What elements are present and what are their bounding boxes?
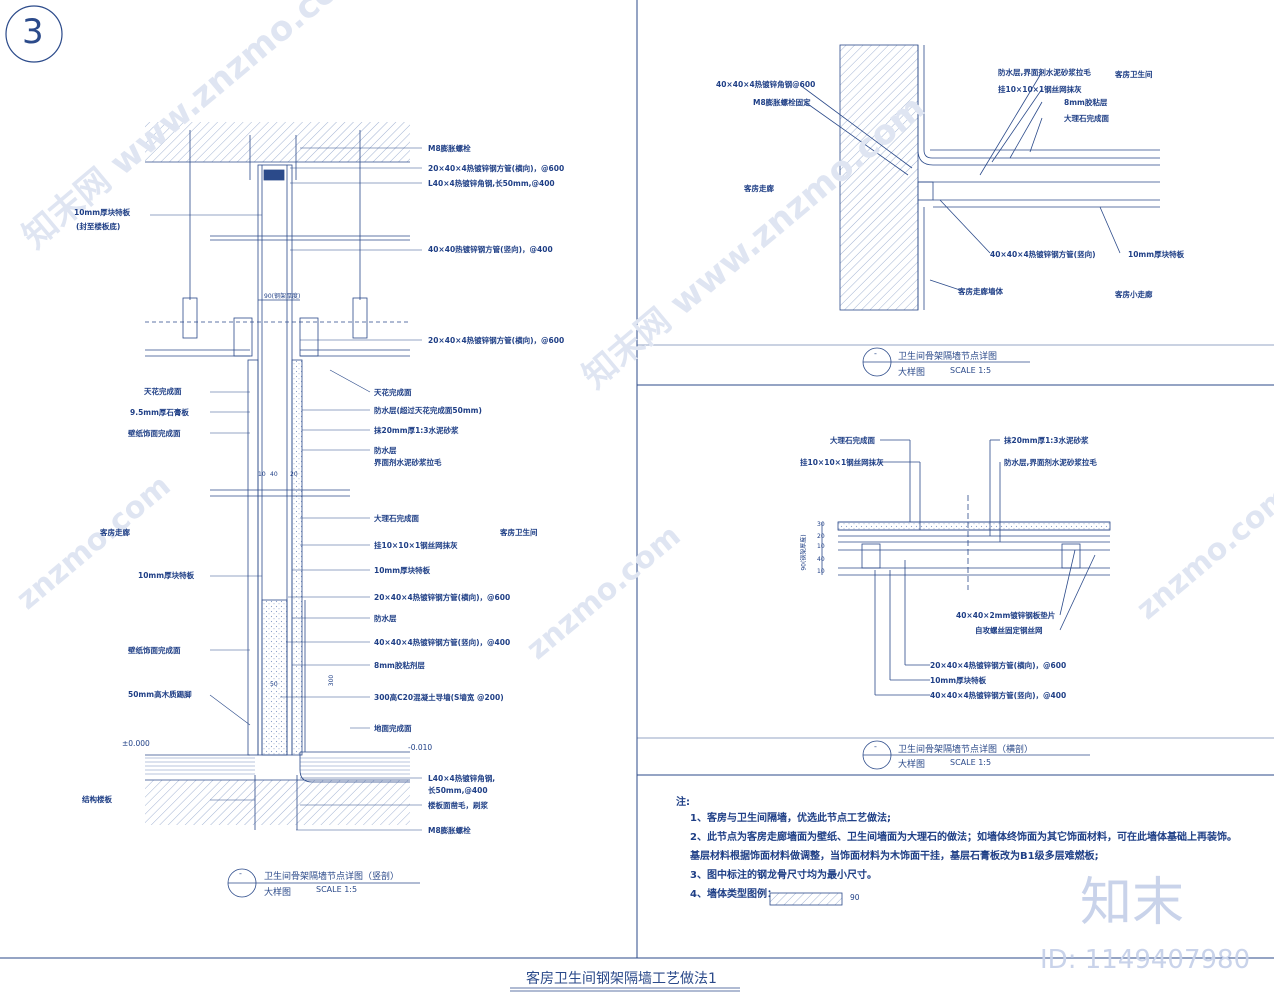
drawing-symbol: -: [874, 349, 877, 358]
vertical-right-label: 天花完成面: [374, 388, 412, 397]
vertical-right-label: 防水层(超过天花完成面50mm): [374, 406, 482, 415]
notes-heading: 注:: [676, 797, 690, 808]
vertical-left-label: 9.5mm厚石膏板: [130, 408, 189, 417]
dimension: 40: [270, 471, 278, 478]
plan-top-label: 40×40×4热镀锌角钢@600: [716, 80, 816, 89]
dimension: 50: [270, 681, 278, 688]
room-label: 客房卫生间: [1115, 70, 1153, 79]
dimension: 10: [258, 471, 266, 478]
note-item: 基层材料根据饰面材料做调整，当饰面材料为木饰面干挂，基层石膏板改为B1级多层难燃…: [690, 851, 1099, 862]
vertical-left-label: 壁纸饰面完成面: [128, 646, 181, 655]
dimension: 30: [817, 521, 825, 528]
plan-bottom-label: 40×40×4热镀锌钢方管(竖向)，@400: [930, 691, 1067, 700]
legend-dimension: 90: [850, 893, 860, 902]
note-item: 3、图中标注的钢龙骨尺寸均为最小尺寸。: [690, 870, 877, 881]
vertical-left-label: 结构楼板: [82, 795, 112, 804]
vertical-right-label: 地面完成面: [374, 724, 412, 733]
vertical-left-label: 10mm厚块特板: [74, 208, 131, 217]
vertical-right-label: 防水层: [374, 446, 397, 455]
drawing-symbol: -: [874, 742, 877, 751]
vertical-right-label: M8膨胀螺栓: [428, 826, 471, 835]
room-label-left: 客房走廊: [100, 528, 130, 537]
plan-bottom-label: 抹20mm厚1:3水泥砂浆: [1004, 436, 1089, 445]
plan-top-label: M8膨胀螺栓固定: [753, 98, 811, 107]
drawing-title: 卫生间骨架隔墙节点详图（竖剖）: [264, 872, 400, 882]
plan-bottom-label: 自攻螺丝固定钢丝网: [975, 626, 1043, 635]
dimension: 40: [817, 556, 825, 563]
vertical-right-label: 大理石完成面: [374, 514, 419, 523]
drawing-scale: SCALE 1:5: [316, 885, 358, 894]
plan-bottom-label: 20×40×4热镀锌钢方管(横向)，@600: [930, 661, 1067, 670]
elevation-right: -0.010: [408, 743, 433, 752]
drawing-scale: SCALE 1:5: [950, 758, 992, 767]
drawing-title: 卫生间骨架隔墙节点详图（横剖）: [898, 745, 1034, 755]
plan-top-label: 10mm厚块特板: [1128, 250, 1185, 259]
vertical-right-label: 20×40×4热镀锌钢方管(横向)，@600: [428, 336, 565, 345]
plan-bottom-label: 大理石完成面: [830, 436, 875, 445]
vertical-right-label: 防水层: [374, 614, 397, 623]
vertical-right-label: 抹20mm厚1:3水泥砂浆: [374, 426, 459, 435]
sheet-number: 3: [22, 12, 44, 52]
room-label: 客房小走廊: [1115, 290, 1153, 299]
plan-top-label: 40×40×4热镀锌钢方管(竖向): [990, 250, 1096, 259]
vertical-right-label: M8膨胀螺栓: [428, 144, 471, 153]
sheet-title: 客房卫生间钢架隔墙工艺做法1: [526, 971, 717, 987]
vertical-left-label: 壁纸饰面完成面: [128, 429, 181, 438]
vertical-right-label: 40×40热镀锌钢方管(竖向)，@400: [428, 245, 553, 254]
drawing-subtitle: 大样图: [898, 368, 926, 378]
vertical-right-label: 10mm厚块特板: [374, 566, 431, 575]
note-item: 4、墙体类型图例：: [690, 889, 777, 900]
vertical-right-label: 300高C20混凝土导墙(S墙宽 @200): [374, 693, 504, 702]
vertical-left-label: 10mm厚块特板: [138, 571, 195, 580]
plan-top-label: 大理石完成面: [1064, 114, 1109, 123]
vertical-leaders: [150, 147, 422, 831]
plan-top-label: 防水层,界面剂水泥砂浆拉毛: [998, 68, 1091, 77]
vertical-right-label: 40×40×4热镀锌钢方管(竖向)，@400: [374, 638, 511, 647]
vertical-left-label: (封至楼板底): [76, 222, 121, 231]
vertical-right-label: 8mm胶粘剂层: [374, 661, 425, 670]
dimension: 90(钢架厚度): [264, 293, 301, 300]
dimension: 20: [817, 533, 825, 540]
plan-bottom: [821, 439, 1111, 696]
vertical-right-label: 20×40×4热镀锌钢方管(横向)，@600: [428, 164, 565, 173]
title-symbols: [227, 347, 1090, 992]
vertical-right-label: 长50mm,@400: [428, 786, 488, 795]
room-label-right: 客房卫生间: [500, 528, 538, 537]
vertical-section: [145, 122, 410, 830]
plan-bottom-label: 40×40×2mm镀锌钢板垫片: [956, 611, 1056, 620]
note-item: 2、此节点为客房走廊墙面为壁纸、卫生间墙面为大理石的做法；如墙体终饰面为其它饰面…: [690, 832, 1237, 843]
elevation-left: ±0.000: [122, 739, 150, 748]
drawing-subtitle: 大样图: [898, 760, 926, 770]
dimension: 20: [290, 471, 298, 478]
plan-top-label: 挂10×10×1钢丝网抹灰: [998, 85, 1082, 94]
dimension: 10: [817, 543, 825, 550]
room-label: 客房走廊: [744, 184, 774, 193]
dimension: 10: [817, 568, 825, 575]
vertical-right-label: L40×4热镀锌角钢,: [428, 774, 496, 783]
vertical-left-label: 50mm高木质踢脚: [128, 690, 192, 699]
vertical-right-label: 楼板面凿毛，刷浆: [428, 801, 488, 810]
drawing-scale: SCALE 1:5: [950, 366, 992, 375]
vertical-right-label: L40×4热镀锌角钢,长50mm,@400: [428, 179, 555, 188]
plan-bottom-label: 防水层,界面剂水泥砂浆拉毛: [1004, 458, 1097, 467]
vertical-right-label: 挂10×10×1钢丝网抹灰: [374, 541, 458, 550]
plan-top-label: 客房走廊墙体: [958, 287, 1003, 296]
plan-top-label: 8mm胶粘层: [1064, 98, 1108, 107]
plan-bottom-label: 挂10×10×1钢丝网抹灰: [800, 458, 884, 467]
dimension: 90(钢架厚度): [800, 534, 808, 571]
drawing-symbol: -: [239, 869, 242, 878]
note-item: 1、客房与卫生间隔墙，优选此节点工艺做法;: [690, 813, 891, 824]
plan-bottom-label: 10mm厚块特板: [930, 676, 987, 685]
vertical-right-label: 20×40×4热镀锌钢方管(横向)，@600: [374, 593, 511, 602]
drawing-title: 卫生间骨架隔墙节点详图: [898, 352, 998, 362]
drawing-subtitle: 大样图: [264, 888, 292, 898]
plan-top: [799, 44, 1160, 311]
sheet-number-circle: [5, 5, 63, 63]
vertical-left-label: 天花完成面: [144, 387, 182, 396]
sheet-frame: [0, 0, 1274, 959]
dimension: 300: [328, 674, 336, 687]
vertical-right-label: 界面剂水泥砂浆拉毛: [374, 458, 442, 467]
